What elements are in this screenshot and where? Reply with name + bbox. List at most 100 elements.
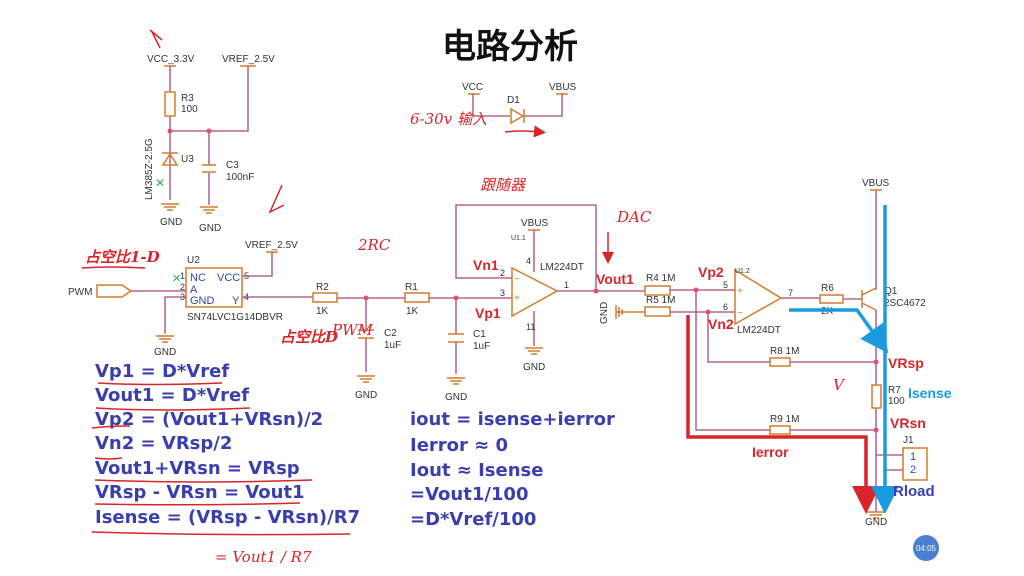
gnd-label: GND bbox=[523, 362, 545, 373]
ground-icon bbox=[524, 347, 544, 355]
pin-gnd: GND bbox=[190, 295, 215, 307]
resistor-r7 bbox=[871, 384, 882, 409]
gnd-label: GND bbox=[599, 302, 610, 324]
capacitor-c3 bbox=[202, 164, 216, 173]
r7-label: R7 bbox=[888, 385, 901, 396]
minus-sign: − bbox=[737, 308, 743, 319]
r9-label: R9 1M bbox=[770, 414, 799, 425]
page-title: 电路分析 bbox=[442, 27, 578, 67]
base-current-path bbox=[789, 308, 889, 354]
r8-label: R8 1M bbox=[770, 346, 799, 357]
u3-label: U3 bbox=[181, 154, 194, 165]
j1-label: J1 bbox=[903, 435, 914, 446]
vcc-label: VCC_3.3V bbox=[147, 54, 195, 65]
u3-part: LM385Z-2.5G bbox=[144, 138, 155, 200]
pin-number: 1 bbox=[180, 271, 185, 281]
r6-label: R6 bbox=[821, 283, 834, 294]
minus-sign: − bbox=[514, 274, 520, 285]
c3-value: 100nF bbox=[226, 172, 254, 183]
equation: Vp2 = (Vout1+VRsn)/2 bbox=[95, 409, 323, 430]
handwritten-duty-1-d: 占空比1-D bbox=[85, 248, 160, 266]
gnd-label: GND bbox=[865, 517, 887, 528]
pin-number: 4 bbox=[526, 256, 531, 266]
capacitor-c2 bbox=[358, 329, 374, 339]
rc-filter: R2 1K R1 1K C2 1uF C1 1uF GND GND bbox=[312, 282, 512, 403]
pin-number: 6 bbox=[723, 302, 728, 312]
pin-a: A bbox=[190, 284, 198, 296]
no-connect-icon: ✕ bbox=[172, 273, 181, 285]
r7-value: 100 bbox=[888, 396, 905, 407]
resistor-r1 bbox=[404, 292, 430, 303]
ierror-path bbox=[686, 315, 880, 514]
c1-label: C1 bbox=[473, 329, 486, 340]
equation: Ierror ≈ 0 bbox=[410, 435, 508, 456]
vcc-label: VCC bbox=[462, 82, 483, 93]
opamp-u1-1: − + VBUS U1.1 LM224DT 2 3 4 11 1 GND bbox=[455, 204, 645, 373]
ground-icon bbox=[356, 375, 376, 383]
gnd-label: GND bbox=[445, 392, 467, 403]
pin-nc: NC bbox=[190, 272, 206, 284]
resistor-r5 bbox=[644, 306, 671, 317]
equation: iout = isense+ierror bbox=[410, 409, 615, 430]
vrsn-label: VRsn bbox=[890, 415, 926, 431]
vref-label: VREF_2.5V bbox=[222, 54, 275, 65]
c2-value: 1uF bbox=[384, 340, 401, 351]
r3-value: 100 bbox=[181, 104, 198, 115]
c2-label: C2 bbox=[384, 328, 397, 339]
vbus-label: VBUS bbox=[862, 178, 890, 189]
ground-icon bbox=[615, 305, 645, 319]
handwritten-v: V bbox=[833, 376, 846, 394]
pin-number: 7 bbox=[788, 288, 793, 298]
capacitor-c1 bbox=[448, 333, 464, 343]
gnd-label: GND bbox=[199, 223, 221, 234]
pin-number: 5 bbox=[723, 280, 728, 290]
diode-d1 bbox=[510, 107, 525, 125]
equation: Vout1 = D*Vref bbox=[95, 385, 249, 406]
gnd-label: GND bbox=[160, 217, 182, 228]
pin-number: 1 bbox=[910, 451, 916, 463]
resistor-r6 bbox=[819, 294, 844, 304]
d1-label: D1 bbox=[507, 95, 520, 106]
vp1-label: Vp1 bbox=[475, 305, 501, 321]
ground-icon bbox=[155, 335, 175, 343]
resistor-r4 bbox=[644, 285, 671, 296]
vrsp-label: VRsp bbox=[888, 355, 924, 371]
u2-label: U2 bbox=[187, 255, 200, 266]
ground-icon bbox=[446, 377, 466, 385]
pin-number: 3 bbox=[500, 288, 505, 298]
transistor-q1 bbox=[861, 287, 877, 311]
pin-number: 2 bbox=[500, 268, 505, 278]
equation: Vn2 = VRsp/2 bbox=[95, 433, 232, 454]
pin-number: 2 bbox=[180, 282, 185, 292]
pwm-port-icon bbox=[96, 284, 133, 298]
ierror-label: Ierror bbox=[752, 444, 789, 460]
c1-value: 1uF bbox=[473, 341, 490, 352]
reference-section: VCC_3.3V VREF_2.5V R3 100 U3 LM385Z-2.5G… bbox=[144, 54, 275, 234]
ground-icon bbox=[160, 203, 180, 211]
r1-label: R1 bbox=[405, 282, 418, 293]
handwritten-follower: 跟随器 bbox=[480, 176, 527, 194]
equations-left: Vp1 = D*Vref Vout1 = D*Vref Vp2 = (Vout1… bbox=[91, 361, 360, 566]
r3-label: R3 bbox=[181, 93, 194, 104]
c3-label: C3 bbox=[226, 160, 239, 171]
equation: Isense = (VRsp - VRsn)/R7 bbox=[95, 507, 360, 528]
handwritten-dac: DAC bbox=[616, 208, 652, 226]
equation: Vp1 = D*Vref bbox=[95, 361, 229, 382]
gnd-label: GND bbox=[154, 347, 176, 358]
u1-1-part: LM224DT bbox=[540, 262, 584, 273]
connector-j1 bbox=[902, 447, 928, 481]
ground-icon bbox=[199, 206, 219, 214]
plus-sign: + bbox=[514, 293, 520, 304]
handwritten-duty-d: 占空比D bbox=[280, 328, 338, 346]
r4-label: R4 1M bbox=[646, 273, 675, 284]
handwritten-pwm: PWM bbox=[331, 321, 374, 339]
vn2-label: Vn2 bbox=[708, 316, 734, 332]
u1-2-label: U1.2 bbox=[735, 268, 750, 275]
equation: Vout1+VRsn = VRsp bbox=[95, 458, 300, 479]
plus-sign: + bbox=[737, 286, 743, 297]
r5-label: R5 1M bbox=[646, 295, 675, 306]
supply-section: VCC VBUS D1 6-30v 输入 bbox=[410, 82, 577, 138]
resistor-r3 bbox=[164, 91, 176, 117]
